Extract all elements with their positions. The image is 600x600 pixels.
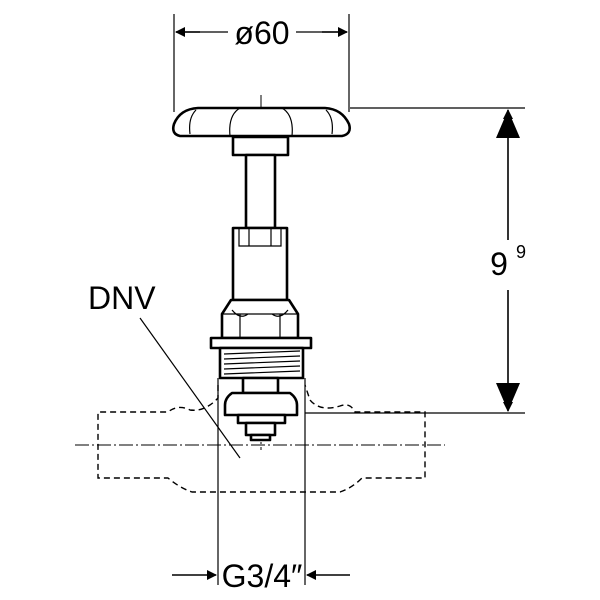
thread-label: G3/4″ <box>222 558 303 594</box>
dimension-thread: G3/4″ <box>172 378 350 594</box>
body-label: DNV <box>88 280 156 316</box>
dimension-handle-diameter: ø60 <box>173 14 350 112</box>
body-callout: DNV <box>88 280 241 459</box>
headpiece <box>209 226 313 442</box>
handle-diameter-label: ø60 <box>234 15 289 51</box>
handwheel <box>171 106 351 157</box>
height-label: 9 <box>490 246 508 282</box>
height-label-superscript: 9 <box>516 242 526 262</box>
dimension-height: 9 9 <box>305 107 526 414</box>
valve-body-outline <box>75 384 445 493</box>
spindle <box>244 153 277 230</box>
